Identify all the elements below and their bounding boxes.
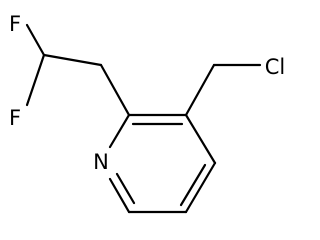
chlorine-label: Cl [265, 55, 286, 79]
chf2-to-lower-f-bond [25, 53, 46, 107]
ring-bond-c3-c4 [184, 113, 217, 165]
fluorine-lower-label: F [9, 106, 21, 130]
background [0, 0, 295, 226]
ring-bond-c4-c5 [184, 161, 217, 214]
ring-bond-c6-n [108, 177, 131, 214]
molecule-structure: F F Cl N [0, 0, 295, 226]
chf2-to-ch2-bond [42, 53, 103, 67]
f-to-chf2-bond [25, 23, 46, 57]
ring-bond-c6-n-inner [115, 172, 136, 205]
nitrogen-label: N [93, 150, 109, 174]
ring-bond-n-c2 [108, 113, 131, 149]
ch2-to-ring-bond [99, 63, 131, 117]
ring-to-ch2cl-bond [184, 63, 216, 117]
fluorine-upper-label: F [9, 12, 21, 36]
ring-bond-c4-c5-inner [179, 163, 207, 207]
